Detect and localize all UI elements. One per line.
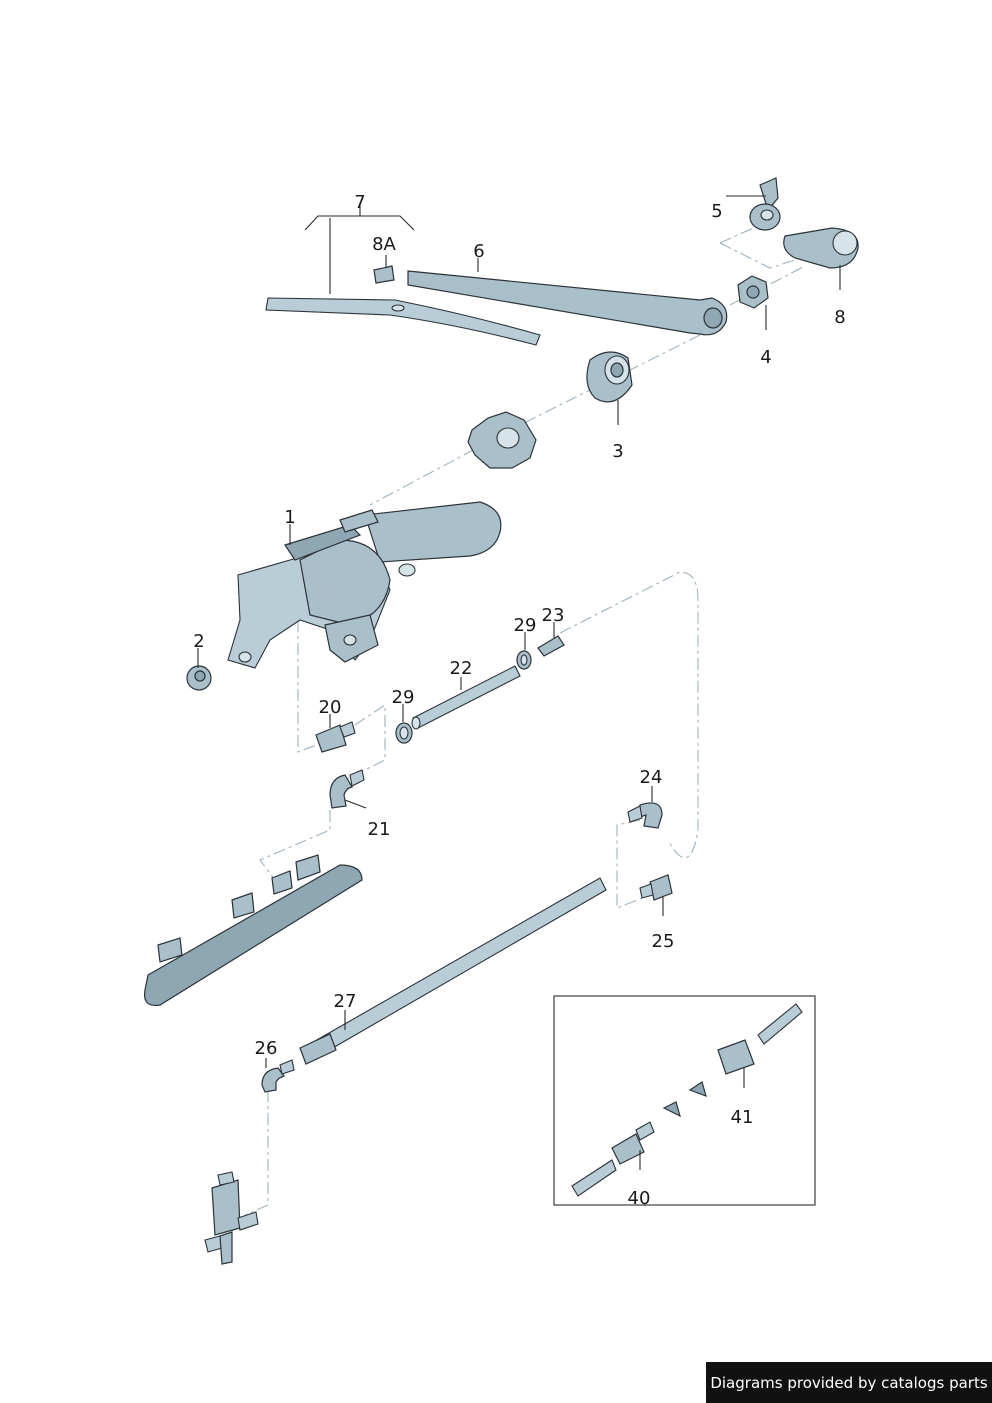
- label-27: 27: [334, 991, 357, 1012]
- seal-part: [467, 411, 537, 469]
- bushing-part: [586, 351, 633, 425]
- clamp-29-upper: [516, 632, 532, 670]
- nozzle-23: [537, 622, 565, 657]
- label-41: 41: [731, 1107, 754, 1128]
- wiper-motor: [227, 501, 502, 669]
- detail-inset: [553, 995, 816, 1206]
- spoiler-strip: [143, 854, 363, 1007]
- label-26: 26: [255, 1038, 278, 1059]
- clamp-29-lower: [395, 704, 413, 744]
- label-29-lower: 29: [392, 687, 415, 708]
- elbow-26: [261, 1058, 295, 1093]
- assembly-lines: [244, 224, 811, 1216]
- label-3: 3: [612, 441, 623, 462]
- label-24: 24: [640, 767, 663, 788]
- label-2: 2: [193, 631, 204, 652]
- wiper-arm: [407, 258, 728, 336]
- label-21: 21: [368, 819, 391, 840]
- label-4: 4: [760, 347, 771, 368]
- label-6: 6: [473, 241, 484, 262]
- cap-part: [373, 255, 395, 284]
- part-labels: 1 2 3 4 5 6 7 8 8A 20 21 22 23 24 25 26 …: [193, 192, 845, 1209]
- label-8a: 8A: [372, 234, 396, 255]
- label-1: 1: [284, 507, 295, 528]
- label-29-upper: 29: [514, 615, 537, 636]
- label-23: 23: [542, 605, 565, 626]
- hex-nut-part: [737, 275, 769, 330]
- label-8: 8: [834, 307, 845, 328]
- footer-credit: Diagrams provided by catalogs parts: [706, 1362, 992, 1403]
- corrugated-hose-27: [299, 877, 607, 1065]
- label-5: 5: [711, 201, 722, 222]
- connector-25: [639, 874, 673, 916]
- cover-part: [783, 227, 859, 290]
- label-40: 40: [628, 1188, 651, 1209]
- connector-20: [315, 714, 356, 753]
- elbow-21: [329, 769, 367, 809]
- label-22: 22: [450, 658, 473, 679]
- label-7: 7: [354, 192, 365, 213]
- hose-22: [411, 665, 521, 730]
- elbow-24: [627, 786, 663, 829]
- label-25: 25: [652, 931, 675, 952]
- wiper-blade: [265, 203, 541, 346]
- nut-part: [726, 177, 781, 231]
- small-nut-part: [186, 648, 212, 691]
- washer-pump: [204, 1171, 259, 1265]
- footer-text: Diagrams provided by catalogs parts: [710, 1373, 988, 1392]
- label-20: 20: [319, 697, 342, 718]
